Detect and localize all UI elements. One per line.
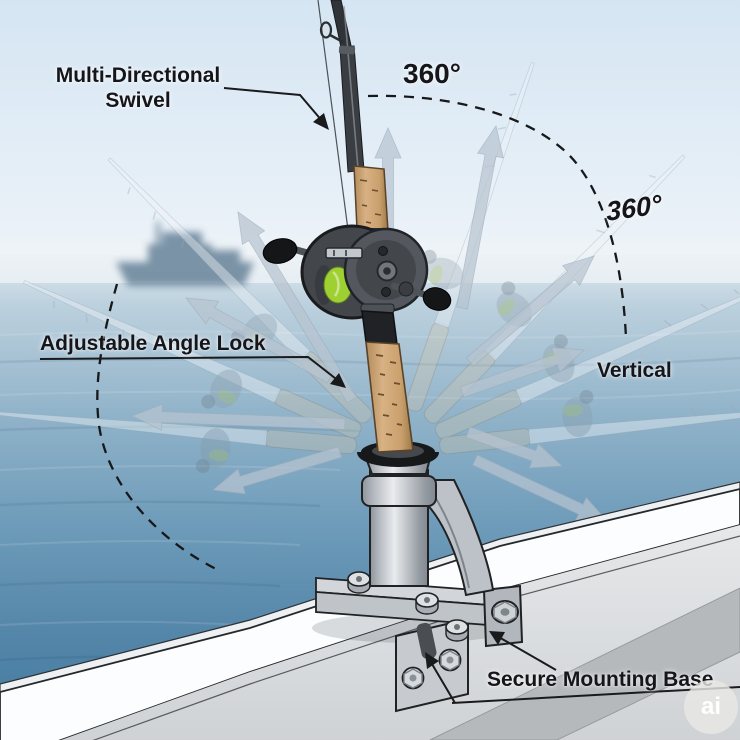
spool-sheen — [332, 271, 340, 297]
arrow-left — [130, 403, 346, 431]
plate-screw — [378, 246, 388, 256]
clamp-slot — [416, 622, 437, 659]
arrow-up-right-steep — [456, 125, 504, 310]
fishing-rod-assembly — [262, 0, 452, 467]
clamp-bolt — [438, 648, 462, 672]
fishing-line — [317, 0, 352, 254]
rail-hull-stripe — [429, 587, 740, 740]
arrow-down-left — [212, 446, 343, 495]
ai-watermark-badge: ai — [684, 680, 738, 734]
leader-swivel — [223, 87, 324, 123]
dashed-arc-left — [96, 283, 219, 572]
arrowhead-icon — [330, 373, 346, 388]
base-bolt — [445, 619, 469, 642]
label-multi-directional-swivel: Multi-Directional Swivel — [48, 63, 228, 113]
upper-cork-grip — [353, 165, 389, 232]
arrow-up-right — [465, 255, 595, 367]
level-wind-bar — [325, 247, 363, 259]
label-360-top: 360° — [403, 58, 461, 89]
arrow-right-down — [465, 426, 563, 469]
black-foregrip — [361, 310, 398, 345]
rod-highlight — [343, 5, 359, 169]
reel-knob-right — [422, 287, 452, 311]
base-bolt — [415, 592, 439, 615]
arrowhead-icon — [425, 652, 439, 669]
label-secure-mounting-base: Secure Mounting Base — [487, 668, 714, 691]
lock-bolt — [491, 600, 519, 624]
rod-ferrule — [338, 45, 356, 55]
drag-star — [398, 281, 414, 297]
ring-front-rim — [357, 451, 439, 467]
baitcast-reel — [262, 224, 452, 320]
plate-screw — [381, 287, 391, 297]
strut-fold-line — [431, 491, 470, 589]
label-line-2: Swivel — [105, 89, 171, 112]
swivel-clamp-band — [361, 475, 437, 507]
label-adjustable-angle-lock: Adjustable Angle Lock — [40, 332, 266, 355]
cork-speckles — [375, 354, 403, 436]
reel-knob-left — [262, 238, 298, 264]
leader-base-2 — [431, 663, 456, 704]
arrow-left-up — [185, 297, 334, 384]
leader-base-1 — [496, 635, 557, 671]
leader-angle-lock — [39, 355, 341, 383]
arrow-right-up — [459, 347, 585, 398]
label-vertical: Vertical — [597, 359, 672, 382]
support-strut — [418, 479, 495, 597]
level-wind-slots — [333, 250, 347, 256]
hub-pin — [383, 267, 391, 275]
base-bolt — [347, 571, 371, 594]
cork-speckles — [359, 179, 382, 224]
clamp-bolt — [401, 666, 425, 690]
label-line-1: Multi-Directional — [55, 64, 221, 87]
rail-trim-line — [92, 535, 740, 740]
rod-guide — [319, 21, 344, 44]
arrowhead-icon — [489, 631, 505, 645]
arrowhead-icon — [313, 113, 329, 130]
leader-arrowheads — [313, 113, 505, 669]
watermark-text: ai — [700, 693, 721, 720]
